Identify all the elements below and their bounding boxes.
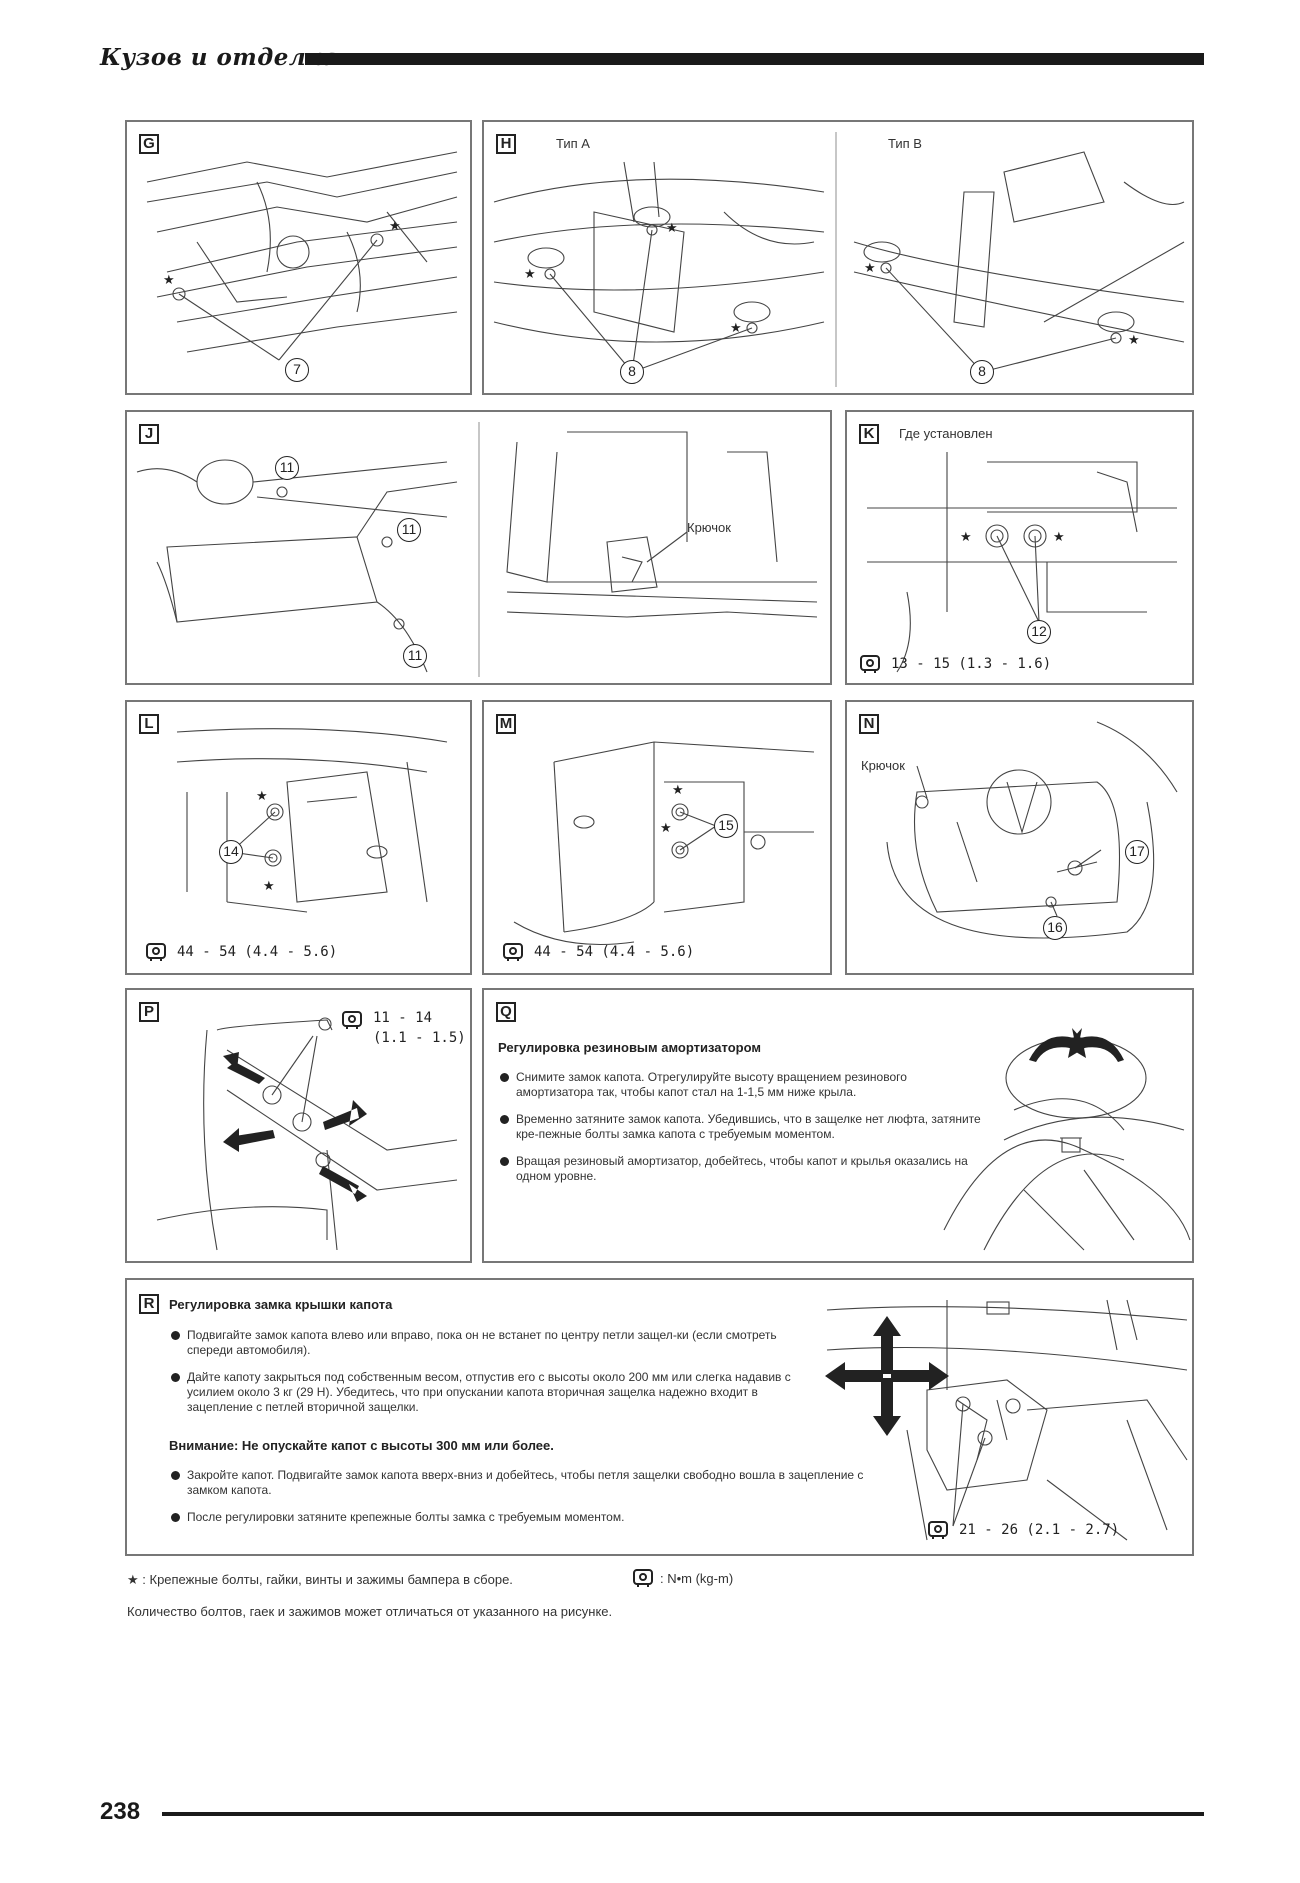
- panel-letter: J: [139, 424, 159, 444]
- panel-q-instructions: Снимите замок капота. Отрегулируйте высо…: [498, 1070, 986, 1196]
- svg-text:★: ★: [864, 261, 876, 276]
- list-item: Вращая резиновый амортизатор, добейтесь,…: [498, 1154, 986, 1184]
- panel-m: ★ ★ M 15 44 - 54 (4.4 - 5.6): [482, 700, 832, 975]
- svg-text:★: ★: [263, 879, 275, 894]
- panel-h: ★ ★ ★ ★ ★ H Тип A Тип B 8 8: [482, 120, 1194, 395]
- footnote-unit: : N•m (kg-m): [632, 1568, 733, 1588]
- page-number: 238: [100, 1798, 141, 1825]
- torque-wrench-icon: [860, 655, 880, 673]
- torque-wrench-icon: [146, 943, 166, 961]
- hook-label: Крючок: [861, 758, 905, 773]
- panel-j: J 11 11 11 Крючок: [125, 410, 832, 685]
- page-footer: 238: [100, 1798, 1204, 1828]
- callout-14: 14: [219, 840, 243, 864]
- footnote-star: ★ : Крепежные болты, гайки, винты и зажи…: [127, 1572, 513, 1587]
- panel-r-title: Регулировка замка крышки капота: [169, 1297, 393, 1312]
- panel-r: R Регулировка замка крышки капота Подвиг…: [125, 1278, 1194, 1556]
- svg-text:★: ★: [730, 321, 742, 336]
- footnote-unit-text: : N•m (kg-m): [660, 1570, 734, 1586]
- list-item: Временно затяните замок капота. Убедивши…: [498, 1112, 986, 1142]
- location-label: Где установлен: [899, 426, 993, 441]
- panel-p-illustration: [156, 1017, 458, 1251]
- panel-g-illustration: ★ ★: [146, 151, 458, 361]
- torque-value: 21 - 26 (2.1 - 2.7): [959, 1522, 1120, 1538]
- torque-wrench-icon: [342, 1011, 362, 1029]
- panel-l: ★ ★ L 14 44 - 54 (4.4 - 5.6): [125, 700, 472, 975]
- svg-text:★: ★: [1053, 530, 1065, 545]
- torque-value: 44 - 54 (4.4 - 5.6): [177, 944, 338, 960]
- svg-text:★: ★: [660, 821, 672, 836]
- torque-value: 11 - 14: [373, 1010, 433, 1026]
- panel-j-illustration: [136, 422, 818, 677]
- page-header: Кузов и отделка: [100, 44, 1204, 74]
- warning-text: Внимание: Не опускайте капот с высоты 30…: [169, 1438, 554, 1453]
- footnote-note: Количество болтов, гаек и зажимов может …: [127, 1604, 613, 1619]
- torque-value-kgm: (1.1 - 1.5): [373, 1030, 466, 1046]
- panel-r-instructions-2: Закройте капот. Подвигайте замок капота …: [169, 1468, 889, 1537]
- panel-letter: M: [496, 714, 516, 734]
- hook-label: Крючок: [687, 520, 731, 535]
- header-rule: [305, 53, 1204, 65]
- panel-letter: H: [496, 134, 516, 154]
- callout-16: 16: [1043, 916, 1067, 940]
- callout-8-type-a: 8: [620, 360, 644, 384]
- torque-value: 13 - 15 (1.3 - 1.6): [891, 656, 1052, 672]
- panel-letter: K: [859, 424, 879, 444]
- panel-letter: P: [139, 1002, 159, 1022]
- svg-text:★: ★: [163, 273, 175, 288]
- panel-letter: L: [139, 714, 159, 734]
- svg-text:★: ★: [1128, 333, 1140, 348]
- panel-r-illustration: [825, 1299, 1188, 1541]
- list-item: Снимите замок капота. Отрегулируйте высо…: [498, 1070, 986, 1100]
- callout-8-type-b: 8: [970, 360, 994, 384]
- callout-7: 7: [285, 358, 309, 382]
- panel-k: ★ ★ K Где установлен 12 13 - 15 (1.3 - 1…: [845, 410, 1194, 685]
- svg-text:★: ★: [256, 789, 268, 804]
- svg-text:★: ★: [524, 267, 536, 282]
- type-a-label: Тип A: [556, 136, 590, 151]
- torque-value: 44 - 54 (4.4 - 5.6): [534, 944, 695, 960]
- section-title: Кузов и отделка: [100, 44, 338, 71]
- panel-m-illustration: ★ ★: [513, 741, 815, 946]
- panel-letter: N: [859, 714, 879, 734]
- list-item: Дайте капоту закрыться под собственным в…: [169, 1370, 799, 1415]
- callout-11-middle: 11: [397, 518, 421, 542]
- callout-11-top: 11: [275, 456, 299, 480]
- panel-letter: R: [139, 1294, 159, 1314]
- svg-text:★: ★: [672, 783, 684, 798]
- footer-rule: [162, 1812, 1204, 1816]
- callout-15: 15: [714, 814, 738, 838]
- svg-text:★: ★: [666, 221, 678, 236]
- panel-r-instructions: Подвигайте замок капота влево или вправо…: [169, 1328, 799, 1427]
- panel-letter: G: [139, 134, 159, 154]
- torque-wrench-icon: [928, 1521, 948, 1539]
- panel-q-title: Регулировка резиновым амортизатором: [498, 1040, 761, 1055]
- panel-letter: Q: [496, 1002, 516, 1022]
- panel-g: ★ ★ G 7: [125, 120, 472, 395]
- panel-q: Q Регулировка резиновым амортизатором Сн…: [482, 988, 1194, 1263]
- list-item: Закройте капот. Подвигайте замок капота …: [169, 1468, 889, 1498]
- callout-12: 12: [1027, 620, 1051, 644]
- torque-spec: 44 - 54 (4.4 - 5.6): [145, 942, 337, 962]
- panel-n: N Крючок 17 16: [845, 700, 1194, 975]
- torque-spec: 11 - 14 (1.1 - 1.5): [341, 1010, 466, 1046]
- callout-11-bottom: 11: [403, 644, 427, 668]
- torque-spec: 21 - 26 (2.1 - 2.7): [927, 1520, 1119, 1540]
- panel-l-illustration: ★ ★: [176, 728, 448, 913]
- torque-wrench-icon: [503, 943, 523, 961]
- panel-n-illustration: [886, 721, 1178, 939]
- torque-spec: 44 - 54 (4.4 - 5.6): [502, 942, 694, 962]
- type-b-label: Тип B: [888, 136, 922, 151]
- panel-p: P 11 - 14 (1.1 - 1.5): [125, 988, 472, 1263]
- panel-h-illustration: ★ ★ ★ ★ ★: [493, 132, 1185, 387]
- list-item: Подвигайте замок капота влево или вправо…: [169, 1328, 799, 1358]
- torque-wrench-icon: [633, 1569, 653, 1587]
- svg-text:★: ★: [389, 219, 401, 234]
- list-item: После регулировки затяните крепежные бол…: [169, 1510, 889, 1525]
- panel-q-illustration: [943, 1028, 1191, 1251]
- torque-spec: 13 - 15 (1.3 - 1.6): [859, 654, 1051, 674]
- svg-text:★: ★: [960, 530, 972, 545]
- callout-17: 17: [1125, 840, 1149, 864]
- panel-k-illustration: ★ ★: [867, 452, 1177, 673]
